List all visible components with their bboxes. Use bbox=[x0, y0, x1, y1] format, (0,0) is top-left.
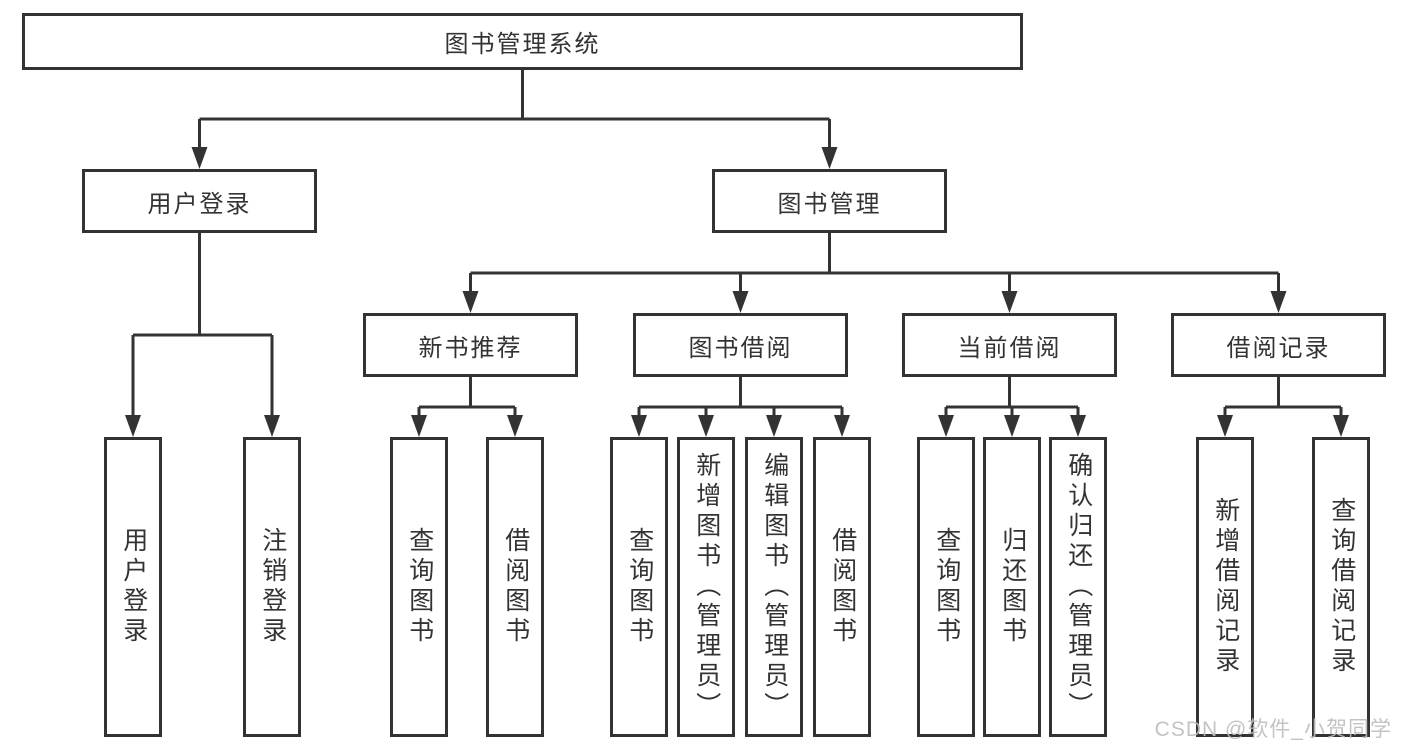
node-current-borrow-label: 当前借阅 bbox=[957, 334, 1062, 362]
leaf-edit-book-admin-label: 编辑图书（管理员） bbox=[760, 452, 789, 722]
leaf-borrow-books-label: 借阅图书 bbox=[828, 527, 857, 647]
leaf-user-login: 用户登录 bbox=[104, 437, 162, 737]
leaf-logout: 注销登录 bbox=[243, 437, 301, 737]
leaf-borrow-books-recommend: 借阅图书 bbox=[486, 437, 544, 737]
leaf-edit-book-admin: 编辑图书（管理员） bbox=[745, 437, 803, 737]
node-root-label: 图书管理系统 bbox=[444, 31, 601, 58]
leaf-query-borrow-record: 查询借阅记录 bbox=[1312, 437, 1370, 737]
node-book-management-label: 图书管理 bbox=[777, 190, 882, 218]
leaf-query-books-borrow-label: 查询图书 bbox=[625, 527, 654, 647]
node-borrow-records: 借阅记录 bbox=[1171, 313, 1386, 377]
leaf-add-book-admin-label: 新增图书（管理员） bbox=[692, 452, 721, 722]
node-user-login-label: 用户登录 bbox=[147, 190, 252, 218]
leaf-confirm-return-admin-label: 确认归还（管理员） bbox=[1064, 452, 1093, 722]
leaf-query-books-current-label: 查询图书 bbox=[932, 527, 961, 647]
node-book-management: 图书管理 bbox=[712, 169, 947, 233]
leaf-user-login-label: 用户登录 bbox=[119, 527, 148, 647]
node-root: 图书管理系统 bbox=[22, 13, 1023, 70]
node-new-book-recommend: 新书推荐 bbox=[363, 313, 578, 377]
leaf-add-borrow-record-label: 新增借阅记录 bbox=[1211, 497, 1240, 677]
leaf-borrow-books-recommend-label: 借阅图书 bbox=[501, 527, 530, 647]
node-new-book-recommend-label: 新书推荐 bbox=[418, 334, 523, 362]
node-current-borrow: 当前借阅 bbox=[902, 313, 1117, 377]
leaf-borrow-books: 借阅图书 bbox=[813, 437, 871, 737]
node-book-borrow: 图书借阅 bbox=[633, 313, 848, 377]
node-user-login: 用户登录 bbox=[82, 169, 317, 233]
leaf-return-book: 归还图书 bbox=[983, 437, 1041, 737]
leaf-return-book-label: 归还图书 bbox=[998, 527, 1027, 647]
leaf-query-books-borrow: 查询图书 bbox=[610, 437, 668, 737]
leaf-query-borrow-record-label: 查询借阅记录 bbox=[1327, 497, 1356, 677]
leaf-add-borrow-record: 新增借阅记录 bbox=[1196, 437, 1254, 737]
leaf-query-books-recommend: 查询图书 bbox=[390, 437, 448, 737]
node-borrow-records-label: 借阅记录 bbox=[1226, 334, 1331, 362]
leaf-logout-label: 注销登录 bbox=[258, 527, 287, 647]
node-book-borrow-label: 图书借阅 bbox=[688, 334, 793, 362]
csdn-watermark: CSDN @软件_小贺同学 bbox=[1154, 718, 1392, 741]
leaf-query-books-recommend-label: 查询图书 bbox=[405, 527, 434, 647]
leaf-add-book-admin: 新增图书（管理员） bbox=[677, 437, 735, 737]
leaf-confirm-return-admin: 确认归还（管理员） bbox=[1049, 437, 1107, 737]
leaf-query-books-current: 查询图书 bbox=[917, 437, 975, 737]
